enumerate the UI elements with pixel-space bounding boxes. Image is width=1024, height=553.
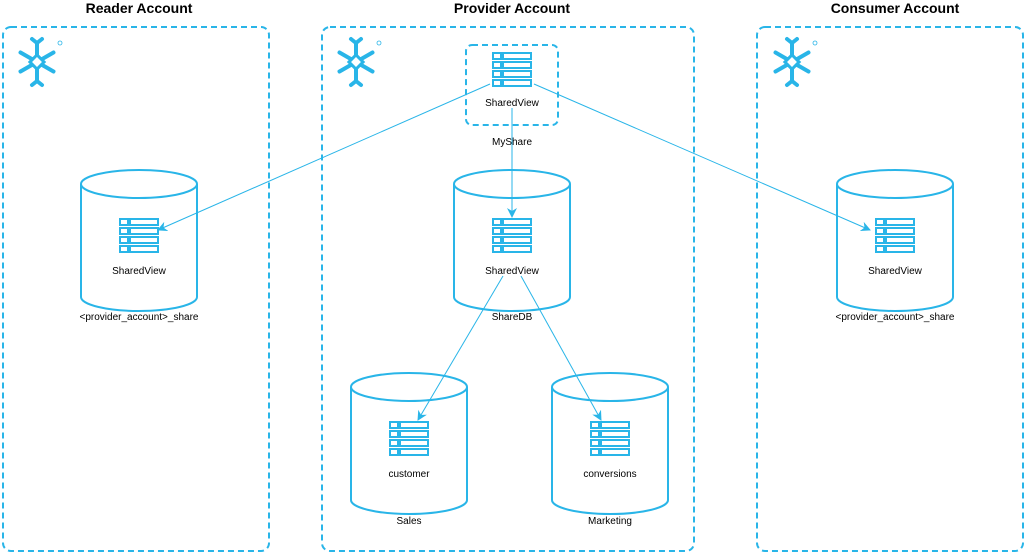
share-box (465, 44, 559, 126)
share-view-label: SharedView (485, 98, 540, 109)
sharedb-to-marketing-arrow (520, 275, 602, 421)
sharedb-to-sales-arrow (417, 275, 504, 421)
snowflake-icon (18, 37, 64, 87)
provider-account-title: Provider Account (454, 0, 571, 16)
sales-table-label: customer (388, 469, 430, 480)
reader-account-title: Reader Account (86, 0, 193, 16)
table-icon (492, 52, 532, 87)
consumer-account-title: Consumer Account (831, 0, 960, 16)
snowflake-icon (337, 37, 383, 87)
sharedb-view-label: SharedView (485, 266, 540, 277)
sharedb-name: ShareDB (492, 312, 533, 323)
reader-view-label: SharedView (112, 266, 167, 277)
reader-db-name: <provider_account>_share (80, 312, 199, 323)
snowflake-icon (773, 37, 819, 87)
provider-account-box (321, 26, 695, 552)
consumer-account-box (756, 26, 1024, 552)
marketing-table-label: conversions (583, 469, 636, 480)
share-to-consumer-arrow (533, 83, 871, 231)
sales-db-name: Sales (396, 516, 421, 527)
reader-account-box (2, 26, 270, 552)
consumer-db-name: <provider_account>_share (836, 312, 955, 323)
consumer-view-label: SharedView (868, 266, 923, 277)
marketing-db-name: Marketing (588, 516, 632, 527)
share-to-reader-arrow (157, 83, 491, 231)
